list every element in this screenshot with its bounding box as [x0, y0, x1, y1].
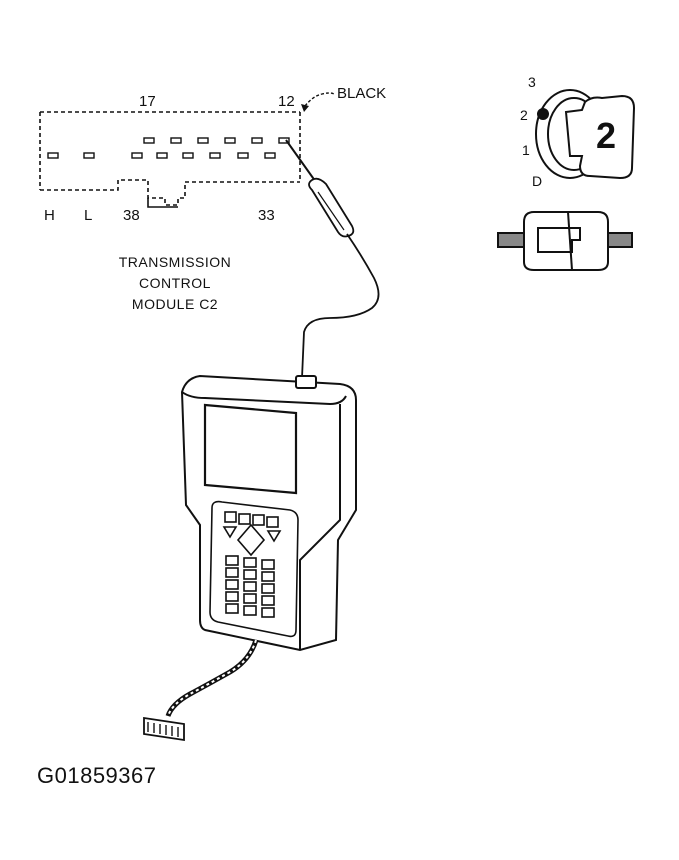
pin-38-label: 38 — [123, 207, 140, 224]
connector-bottom-pins — [47, 152, 276, 159]
test-lead — [285, 139, 380, 379]
pin-12-label: 12 — [278, 93, 295, 110]
pin-h-label: H — [44, 207, 55, 224]
ignition-position-1: 1 — [522, 142, 530, 158]
wire-leader-arrow — [304, 92, 335, 107]
key-number: 2 — [596, 115, 617, 156]
module-name: TRANSMISSION CONTROL MODULE C2 — [95, 252, 255, 315]
wire-color-label: BLACK — [337, 85, 387, 102]
ignition-position-2: 2 — [520, 107, 528, 123]
module-line-1: TRANSMISSION — [118, 254, 232, 270]
pin-17-label: 17 — [139, 93, 156, 110]
ignition-position-d: D — [532, 173, 543, 189]
scan-tool-keypad — [225, 555, 275, 618]
scan-tool-function-keys — [222, 511, 282, 557]
module-line-2: CONTROL — [139, 275, 211, 291]
ignition-position-3: 3 — [528, 74, 536, 90]
figure-id: G01859367 — [37, 763, 157, 788]
pin-l-label: L — [84, 207, 93, 224]
module-line-3: MODULE C2 — [131, 296, 219, 312]
arrow-head — [301, 104, 309, 112]
connector-top-pins — [143, 137, 290, 144]
connector-jumper — [497, 211, 633, 271]
pin-33-label: 33 — [258, 207, 275, 224]
ignition-switch — [535, 89, 636, 180]
connector-c2 — [39, 111, 301, 208]
scan-tool-cable — [143, 639, 259, 742]
